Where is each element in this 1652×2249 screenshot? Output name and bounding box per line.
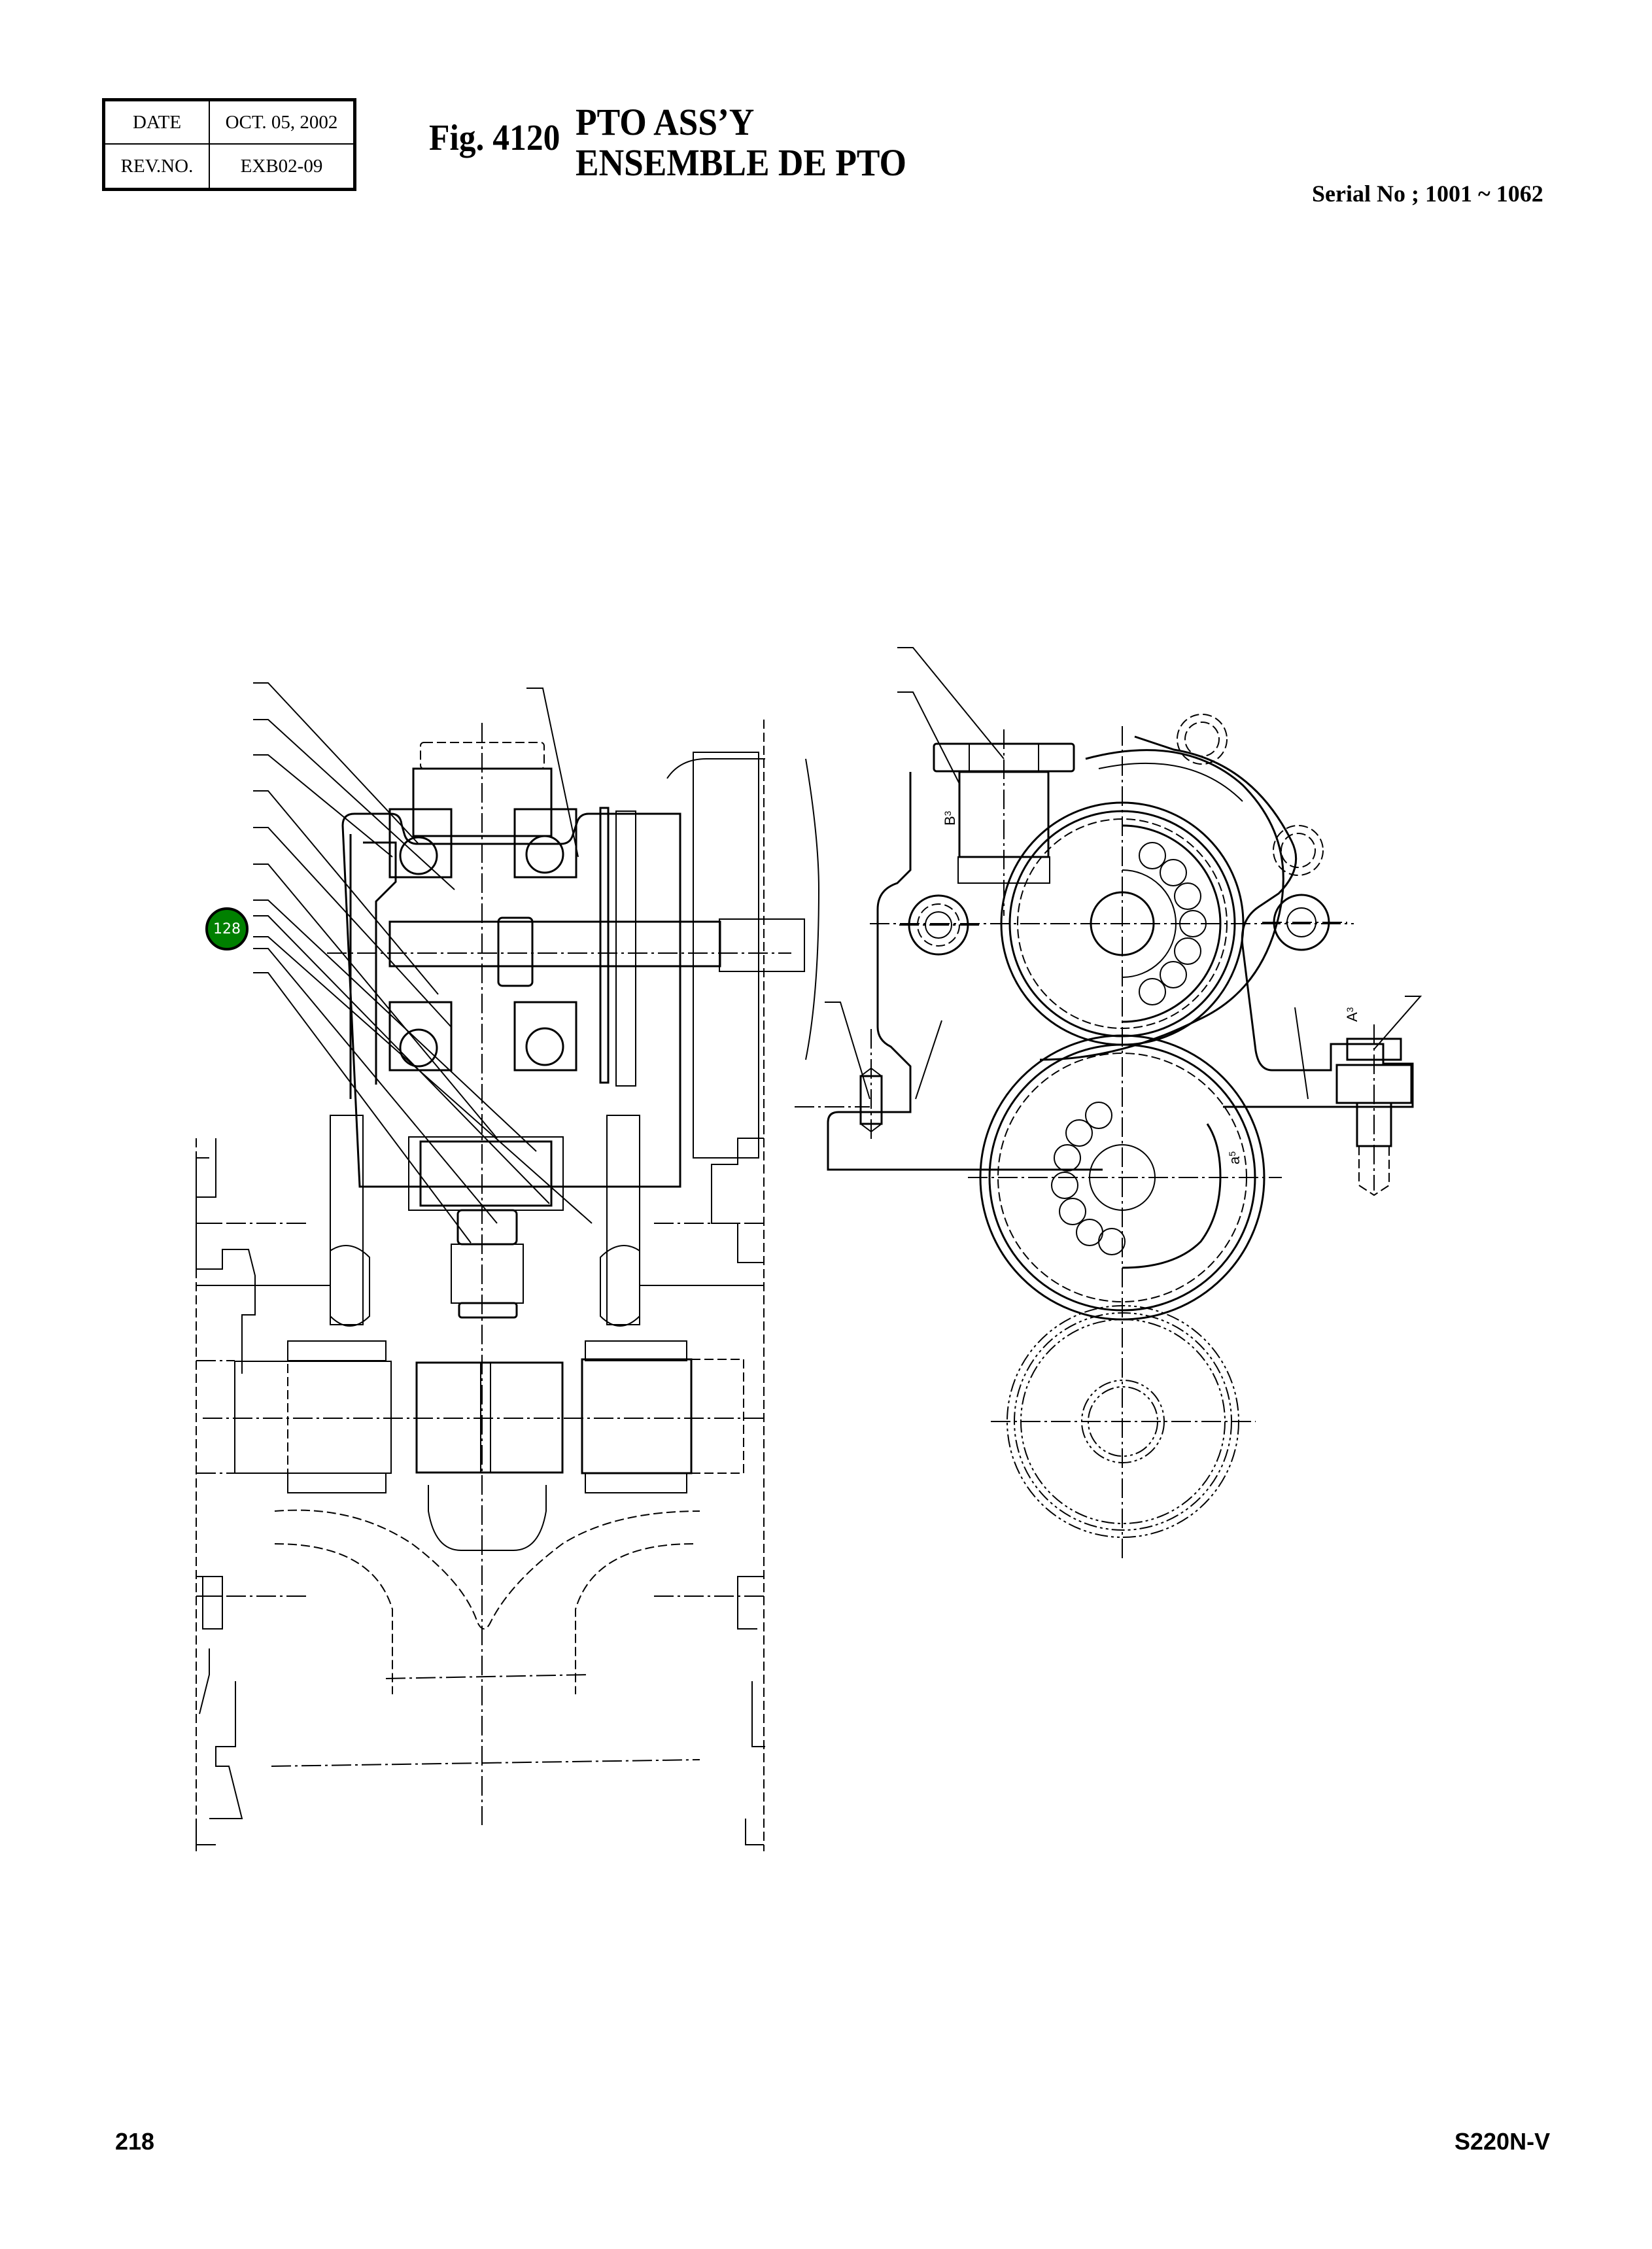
figure-title-french: ENSEMBLE DE PTO xyxy=(576,141,907,184)
leader-lines-right xyxy=(825,647,1422,1100)
right-end-view: B3 A3 a5 xyxy=(795,647,1422,1559)
label-a3: A xyxy=(1344,1012,1360,1022)
rev-label: REV.NO. xyxy=(105,145,210,188)
label-b3: B xyxy=(942,816,958,826)
date-value: OCT. 05, 2002 xyxy=(210,101,353,145)
left-section-view xyxy=(196,682,820,1851)
figure-number: Fig. 4120 xyxy=(429,118,560,158)
figure-title-english: PTO ASS’Y xyxy=(576,101,755,143)
callout-badge-128[interactable]: 128 xyxy=(205,907,249,950)
leader-lines-left xyxy=(253,682,593,1244)
label-a5: a xyxy=(1226,1156,1243,1164)
page-number: 218 xyxy=(115,2128,155,2155)
revision-table: DATE OCT. 05, 2002 REV.NO. EXB02-09 xyxy=(102,98,356,191)
dimension-labels: B3 A3 a5 xyxy=(942,811,1360,1164)
model-name: S220N-V xyxy=(1454,2128,1551,2155)
svg-text:A3: A3 xyxy=(1344,1007,1360,1022)
svg-text:a5: a5 xyxy=(1226,1151,1243,1164)
svg-text:B3: B3 xyxy=(942,811,958,826)
date-label: DATE xyxy=(105,101,210,145)
rev-value: EXB02-09 xyxy=(240,155,323,177)
serial-range: Serial No ; 1001 ~ 1062 xyxy=(1312,181,1543,207)
